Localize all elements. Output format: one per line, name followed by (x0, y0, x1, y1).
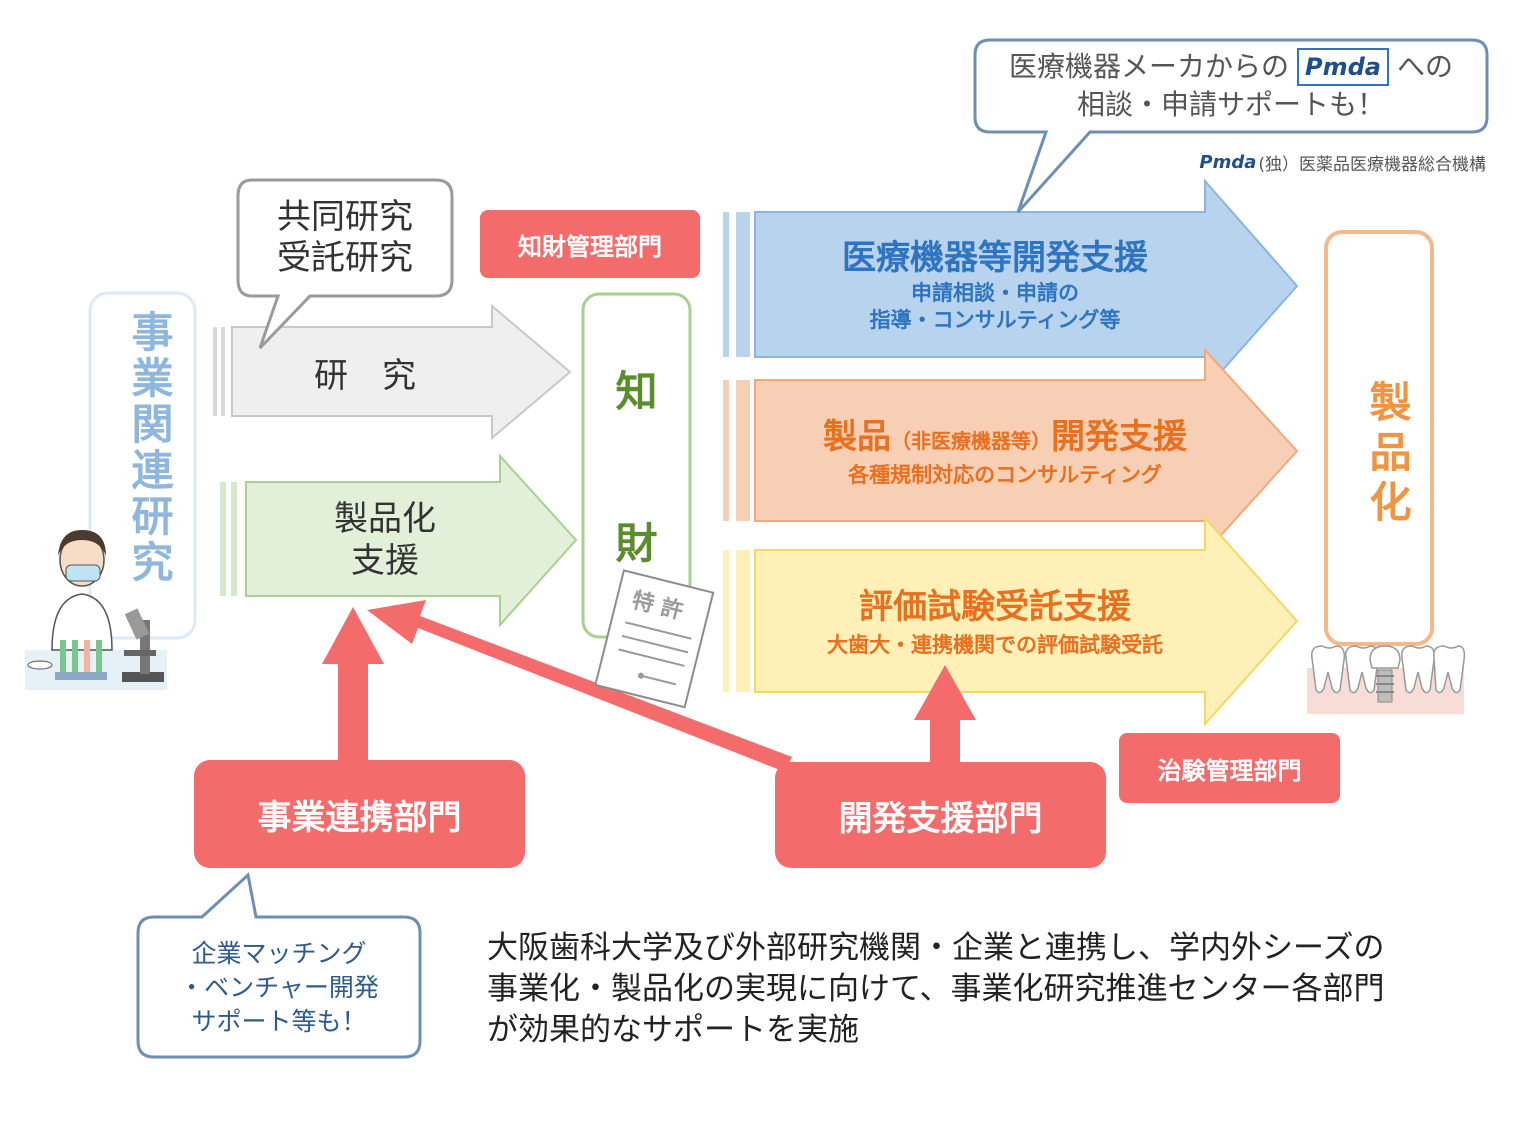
patent-document-icon (594, 569, 715, 709)
teeth-implant-icon (1307, 645, 1466, 714)
ip-box-char2: 財 (615, 518, 658, 568)
pmda-bubble-text: 医療機器メーカからの Pmda への 相談・申請サポートも！ (985, 48, 1477, 128)
medical-device-sub2: 指導・コンサルティング等 (869, 308, 1121, 333)
medical-device-arrow-text: 医療機器等開発支援 申請相談・申請の 指導・コンサルティング等 (760, 222, 1230, 348)
evaluation-sub: 大歯大・連携機関での評価試験受託 (827, 632, 1163, 657)
description-line3: が効果的なサポートを実施 (487, 1011, 859, 1048)
pmda-caption: Pmda (独）医薬品医療機器総合機構 (1176, 148, 1486, 176)
microscope-icon (122, 608, 164, 682)
pmda-caption-logo-icon: Pmda (1199, 151, 1257, 173)
medical-device-sub1: 申請相談・申請の (911, 280, 1079, 305)
red-arrow-diagonal (367, 600, 792, 772)
business-collaboration-dept-badge: 事業連携部門 (194, 760, 525, 868)
evaluation-arrow-text: 評価試験受託支援 大歯大・連携機関での評価試験受託 (760, 572, 1230, 672)
bottom-bubble-frame (136, 872, 422, 1059)
description-line1: 大阪歯科大学及び外部研究機関・企業と連携し、学内外シーズの (487, 930, 1385, 966)
pmda-bubble-line1-after: への (1397, 50, 1454, 84)
ip-box-char1: 知 (615, 366, 658, 416)
product-box-frame (1324, 230, 1434, 646)
pmda-logo-icon: Pmda (1297, 48, 1389, 86)
product-development-title: 製品（非医療機器等）開発支援 (823, 415, 1187, 461)
pmda-caption-text: (独）医薬品医療機器総合機構 (1258, 154, 1486, 175)
pmda-bubble-line1-before: 医療機器メーカからの (1008, 50, 1289, 84)
bottom-bubble-line3: サポート等も！ (191, 1006, 367, 1036)
ip-management-dept-badge: 知財管理部門 (480, 210, 700, 278)
pmda-bubble-line1: 医療機器メーカからの Pmda への (985, 48, 1477, 86)
description-text: 大阪歯科大学及び外部研究機関・企業と連携し、学内外シーズの 事業化・製品化の実現… (487, 928, 1487, 1051)
product-development-title-c: 開発支援 (1051, 416, 1187, 457)
evaluation-title: 評価試験受託支援 (859, 586, 1131, 627)
product-development-title-a: 製品 (823, 416, 891, 457)
joint-research-line2: 受託研究 (277, 238, 413, 278)
product-support-label: 製品化 支援 (255, 490, 515, 590)
medical-device-title: 医療機器等開発支援 (842, 237, 1148, 278)
description-line2: 事業化・製品化の実現に向けて、事業化研究推進センター各部門 (487, 970, 1385, 1007)
product-support-line1: 製品化 (334, 498, 436, 539)
left-box-label: 事業関連研究 (125, 310, 174, 586)
red-arrow-biz-up (322, 607, 384, 760)
pmda-bubble-line2: 相談・申請サポートも！ (1076, 88, 1385, 121)
product-development-sub: 各種規制対応のコンサルティング (848, 462, 1162, 487)
red-arrow-dev-up (914, 665, 976, 762)
product-development-title-b: （非医療機器等） (891, 428, 1051, 453)
product-support-line2: 支援 (351, 541, 419, 581)
product-support-arrow (220, 453, 578, 628)
clinical-trial-dept-badge: 治験管理部門 (1119, 733, 1340, 803)
joint-research-text: 共同研究 受託研究 (238, 186, 452, 290)
joint-research-line1: 共同研究 (277, 197, 413, 238)
development-support-dept-badge: 開発支援部門 (775, 762, 1106, 868)
medical-device-arrow (723, 178, 1299, 393)
product-development-arrow-text: 製品（非医療機器等）開発支援 各種規制対応のコンサルティング (760, 402, 1250, 502)
research-arrow (213, 303, 572, 441)
product-box-label: 製品化 (1363, 380, 1412, 530)
bottom-bubble-line2: ・ベンチャー開発 (179, 973, 379, 1003)
bottom-bubble-line1: 企業マッチング (191, 939, 367, 969)
evaluation-arrow (723, 515, 1299, 727)
research-arrow-label: 研 究 (314, 355, 416, 396)
product-development-arrow (723, 347, 1299, 556)
joint-research-bubble (236, 178, 454, 350)
bottom-bubble-text: 企業マッチング ・ベンチャー開発 サポート等も！ (140, 925, 418, 1051)
